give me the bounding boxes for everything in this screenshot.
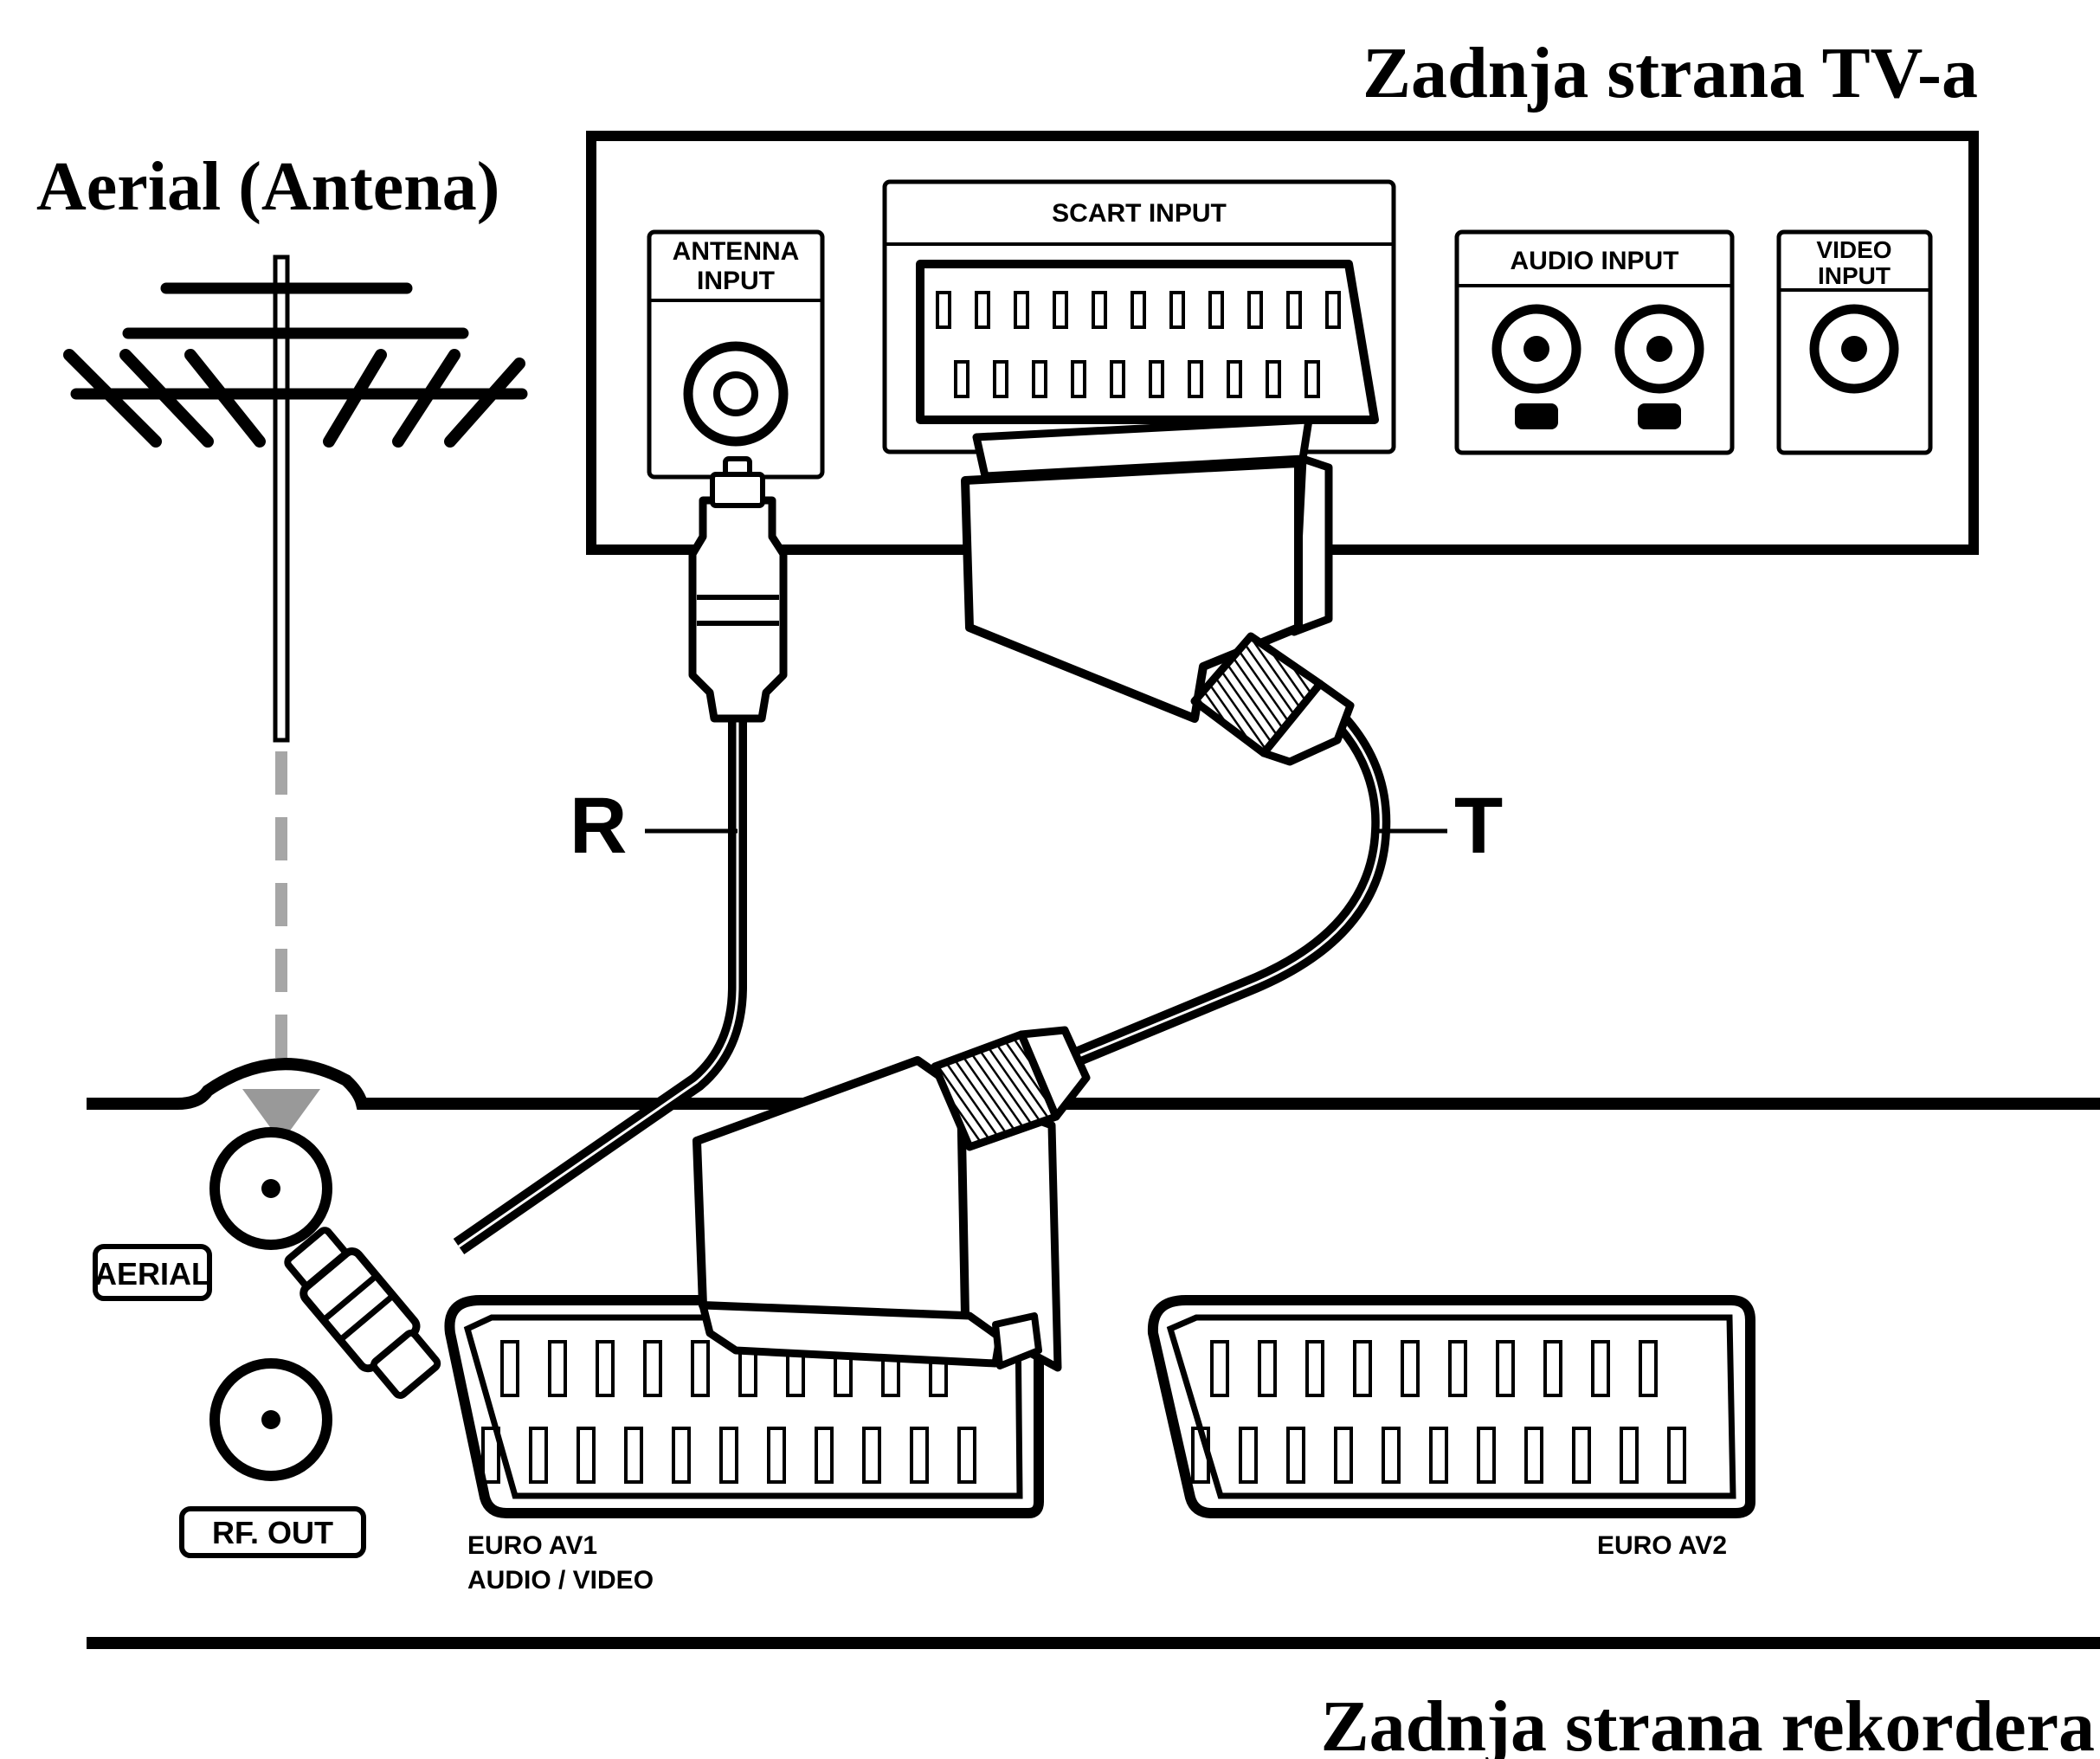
scart-pin xyxy=(1239,1427,1258,1484)
euro-av2-label: EURO AV2 xyxy=(1597,1531,1727,1560)
scart-pin xyxy=(1258,1340,1277,1397)
scart-pin xyxy=(1572,1427,1591,1484)
scart-pin xyxy=(975,291,990,329)
aerial-link-dashed-line xyxy=(242,751,320,1143)
scart-pin xyxy=(1053,291,1068,329)
euro-av2-socket-icon xyxy=(1147,1295,1755,1518)
recorder-aerial-jack-icon xyxy=(209,1127,332,1250)
scart-pin xyxy=(481,1427,500,1484)
scart-pin xyxy=(1448,1340,1467,1397)
scart-pin xyxy=(1496,1340,1515,1397)
scart-pin xyxy=(936,291,951,329)
scart-pin xyxy=(500,1340,519,1397)
scart-pin xyxy=(1353,1340,1372,1397)
scart-pin xyxy=(529,1427,548,1484)
scart-pin xyxy=(1620,1427,1639,1484)
scart-pin xyxy=(1286,1427,1305,1484)
scart-pin xyxy=(719,1427,738,1484)
scart-pin xyxy=(1247,291,1263,329)
scart-input-socket-icon xyxy=(916,260,1379,424)
rf-cable-label: R xyxy=(570,782,738,870)
scart-pin xyxy=(862,1427,881,1484)
video-input-jack-icon xyxy=(1809,304,1899,394)
scart-pin xyxy=(1334,1427,1353,1484)
scart-pin xyxy=(672,1427,691,1484)
scart-cable xyxy=(1043,689,1391,1079)
tv-scart-input: SCART INPUT xyxy=(882,179,1396,454)
scart-pin xyxy=(1227,360,1242,398)
rf-cable xyxy=(453,456,788,1255)
antenna-input-jack-icon xyxy=(683,341,789,447)
scart-pin xyxy=(767,1427,786,1484)
recorder-rf-out-badge: RF. OUT xyxy=(179,1506,366,1558)
rf-cable-letter: R xyxy=(570,782,627,870)
scart-pin xyxy=(1071,360,1086,398)
scart-pin xyxy=(1524,1427,1543,1484)
scart-pin xyxy=(1304,360,1320,398)
scart-pin xyxy=(1210,1340,1229,1397)
scart-pin xyxy=(993,360,1008,398)
scart-pin xyxy=(1639,1340,1658,1397)
aerial-heading: Aerial (Antena) xyxy=(36,149,499,225)
scart-pin xyxy=(624,1427,643,1484)
scart-pin xyxy=(1325,291,1341,329)
recorder-aerial-label: AERIAL xyxy=(94,1256,210,1292)
scart-pin xyxy=(1110,360,1125,398)
scart-pin xyxy=(1208,291,1224,329)
scart-pin xyxy=(596,1340,615,1397)
scart-pin xyxy=(643,1340,662,1397)
scart-pin xyxy=(1131,291,1146,329)
scart-pin xyxy=(1305,1340,1324,1397)
scart-cable-letter: T xyxy=(1454,782,1503,870)
scart-pin xyxy=(1667,1427,1686,1484)
audio-input-left-jack-icon xyxy=(1491,304,1581,429)
audio-input-label: AUDIO INPUT xyxy=(1511,247,1679,275)
scart-pin xyxy=(1032,360,1047,398)
scart-pin xyxy=(1169,291,1185,329)
scart-pin xyxy=(1591,1340,1610,1397)
tv-scart-plug-icon xyxy=(961,416,1355,766)
scart-pin xyxy=(957,1427,976,1484)
euro-av1-label-line1: EURO AV1 xyxy=(467,1531,597,1560)
scart-pin xyxy=(1477,1427,1496,1484)
scart-pin xyxy=(548,1340,567,1397)
tv-video-input: VIDEO INPUT xyxy=(1776,229,1933,455)
scart-cable-label: T xyxy=(1378,782,1503,870)
recorder-aerial-badge: AERIAL xyxy=(93,1244,212,1301)
antenna-input-label-line1: ANTENNA xyxy=(673,237,800,266)
tv-back-heading: Zadnja strana TV-a xyxy=(1362,33,1978,113)
scart-pin xyxy=(1401,1340,1420,1397)
recorder-rf-out-label: RF. OUT xyxy=(212,1515,333,1550)
scart-pin xyxy=(1429,1427,1448,1484)
scart-pin xyxy=(1014,291,1029,329)
scart-pin xyxy=(910,1427,929,1484)
audio-input-right-jack-icon xyxy=(1614,304,1704,429)
tv-audio-input: AUDIO INPUT xyxy=(1454,229,1735,455)
tv-antenna-input: ANTENNA INPUT xyxy=(647,229,825,480)
scart-pin xyxy=(1149,360,1164,398)
scart-pin xyxy=(1286,291,1302,329)
antenna-input-label-line2: INPUT xyxy=(697,267,775,295)
scart-pin xyxy=(1092,291,1107,329)
video-input-label-line1: VIDEO xyxy=(1816,236,1891,263)
scart-pin xyxy=(1266,360,1281,398)
euro-av1-label-line2: AUDIO / VIDEO xyxy=(467,1566,654,1595)
recorder-back-heading: Zadnja strana rekordera xyxy=(1321,1686,2095,1759)
scart-pin xyxy=(577,1427,596,1484)
scart-pin xyxy=(1543,1340,1562,1397)
scart-pin xyxy=(1382,1427,1401,1484)
scart-pin xyxy=(1191,1427,1210,1484)
recorder-back-panel xyxy=(87,1058,2100,1649)
scart-pin xyxy=(1188,360,1203,398)
scart-pin xyxy=(691,1340,710,1397)
recorder-rf-out-jack-icon xyxy=(209,1358,332,1481)
scart-pin xyxy=(954,360,969,398)
aerial-antenna-icon xyxy=(63,255,528,743)
recorder-scart-plug-icon xyxy=(692,1026,1091,1372)
scart-pin xyxy=(815,1427,834,1484)
video-input-label-line2: INPUT xyxy=(1818,262,1891,289)
rf-cable-recorder-plug-icon xyxy=(284,1227,441,1399)
scart-input-label: SCART INPUT xyxy=(1052,199,1227,228)
